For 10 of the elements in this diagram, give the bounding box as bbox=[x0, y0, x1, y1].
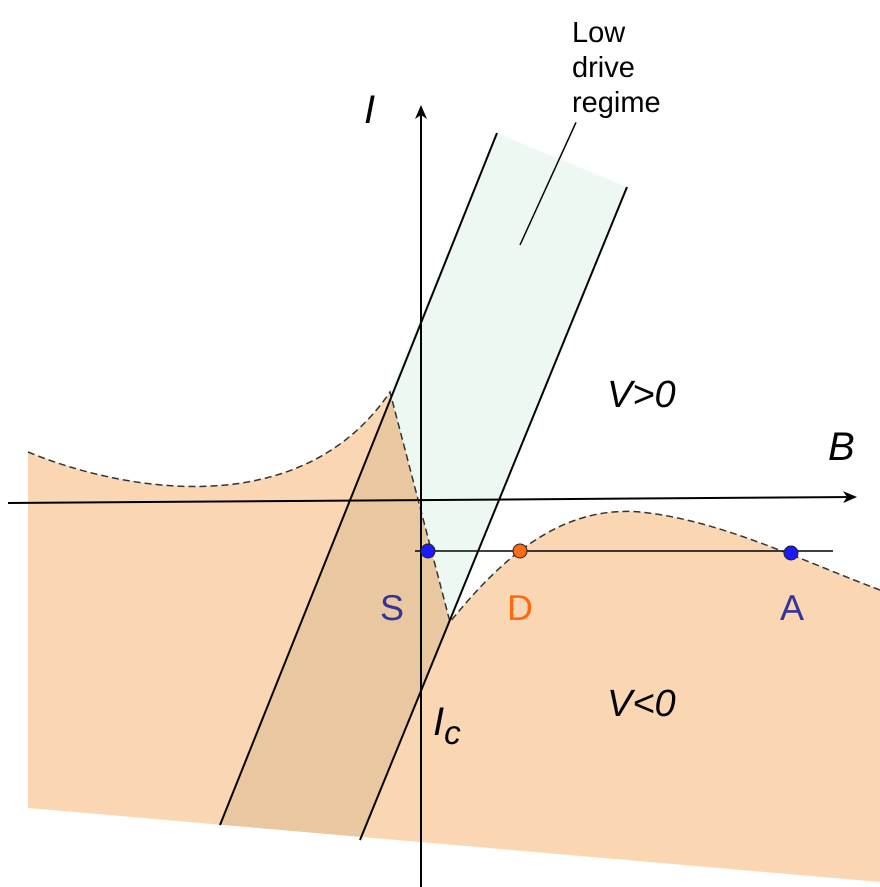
leader-line bbox=[519, 122, 577, 246]
point-label: A bbox=[780, 588, 804, 628]
critical-current-label: I$_{c}$ bbox=[433, 700, 461, 753]
region-label: V>0 bbox=[607, 375, 676, 417]
axis-label: B bbox=[828, 425, 855, 469]
point-label: D bbox=[507, 588, 533, 628]
region-label: V<0 bbox=[607, 684, 676, 726]
point-label: S bbox=[380, 588, 404, 628]
region-annotation: Low drive regime bbox=[572, 16, 672, 120]
axis-label: I bbox=[364, 88, 376, 132]
